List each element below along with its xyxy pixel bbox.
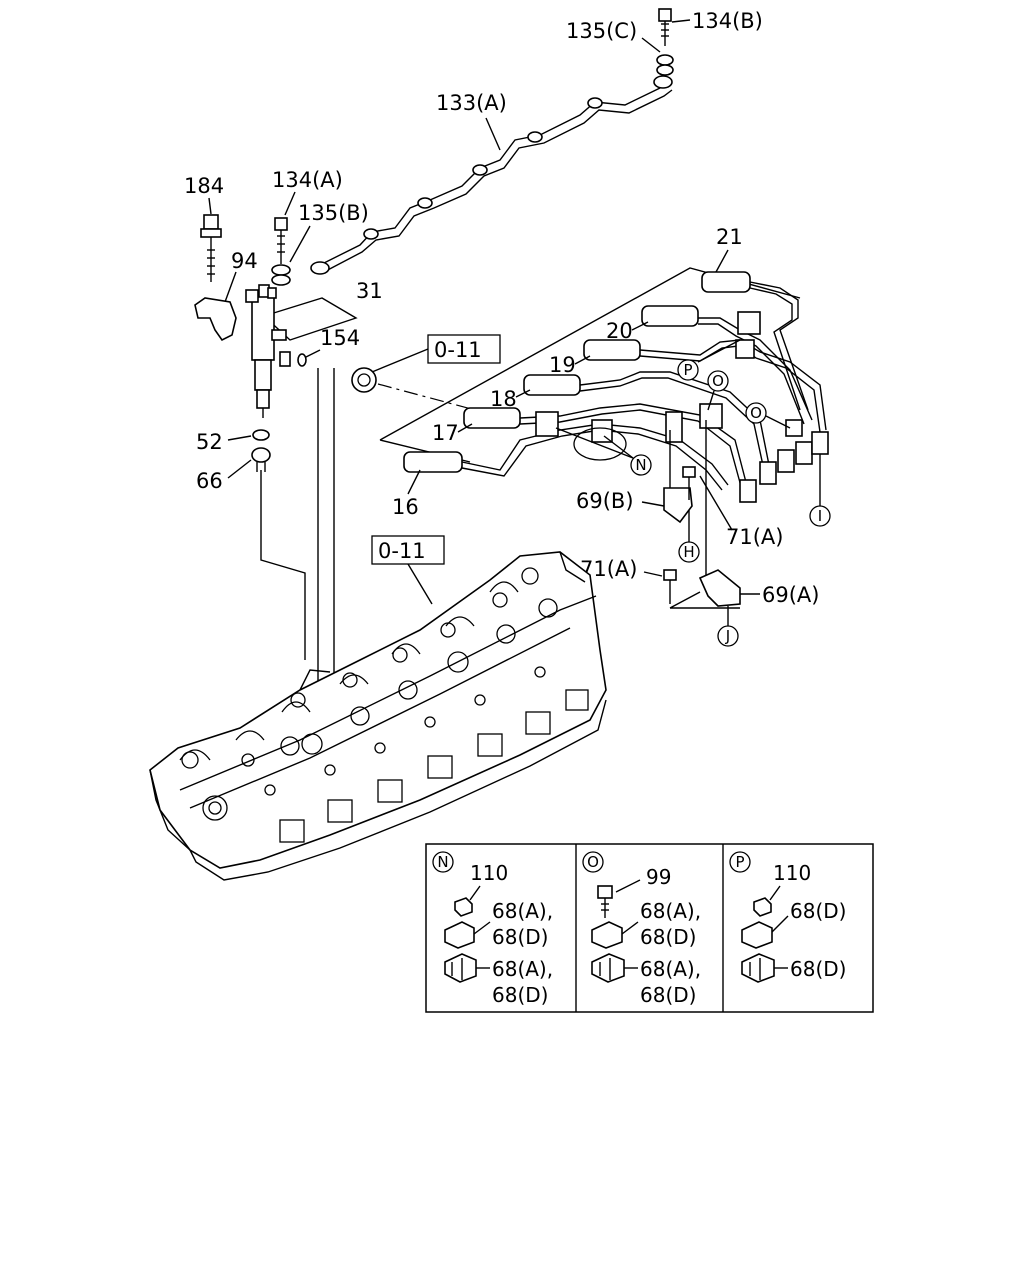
svg-text:O: O	[712, 372, 724, 390]
seal-ring	[351, 367, 377, 393]
ref-label-upper: 0-11	[434, 338, 482, 362]
detail-o-clamp2-l2: 68(D)	[640, 983, 696, 1007]
detail-o-clamp2-l1: 68(A),	[640, 957, 701, 981]
label-21: 21	[716, 225, 743, 249]
bolt-71a-upper	[682, 466, 696, 500]
callout-i: I	[809, 505, 831, 527]
callout-o-top: O	[707, 370, 729, 392]
detail-n-clamp2-l1: 68(A),	[492, 957, 553, 981]
label-16: 16	[392, 495, 419, 519]
label-94: 94	[231, 249, 258, 273]
detail-n-key: N	[437, 853, 448, 871]
svg-text:O: O	[750, 404, 762, 422]
detail-p-key: P	[735, 853, 744, 871]
detail-n: N 110 68(A), 68(D) 68(A), 68(D)	[432, 851, 553, 1007]
callout-o-right: O	[745, 402, 767, 424]
detail-n-clamp1-l1: 68(A),	[492, 899, 553, 923]
cylinder-head	[149, 551, 607, 881]
label-17: 17	[432, 421, 459, 445]
label-134a: 134(A)	[272, 168, 343, 192]
detail-n-clamp1-l2: 68(D)	[492, 925, 548, 949]
label-69a: 69(A)	[762, 583, 819, 607]
label-133a: 133(A)	[436, 91, 507, 115]
banjo-bolt-134b	[656, 8, 674, 76]
detail-box	[425, 843, 874, 1013]
clamp-94	[194, 297, 237, 342]
bolt-134a	[274, 217, 288, 264]
label-66: 66	[196, 469, 223, 493]
fuel-pipes	[403, 271, 829, 503]
ref-box-lower	[371, 535, 445, 565]
label-19: 19	[549, 353, 576, 377]
detail-o-part-99: 99	[646, 865, 671, 889]
head-bosses	[181, 567, 558, 821]
label-134b: 134(B)	[692, 9, 763, 33]
bolt-71a-lower	[663, 569, 677, 604]
svg-text:N: N	[635, 456, 646, 474]
cam-bearings	[179, 581, 519, 761]
injector-31	[245, 284, 287, 418]
label-135c: 135(C)	[566, 19, 637, 43]
detail-p: P 110 68(D) 68(D)	[729, 851, 846, 983]
detail-p-part-110: 110	[773, 861, 811, 885]
callout-p: P	[677, 359, 699, 381]
label-71a-upper: 71(A)	[726, 525, 783, 549]
detail-o-clamp1-l1: 68(A),	[640, 899, 701, 923]
label-135b: 135(B)	[298, 201, 369, 225]
svg-text:J: J	[725, 627, 730, 645]
label-18: 18	[490, 387, 517, 411]
label-184: 184	[184, 174, 224, 198]
callout-n: N	[630, 454, 652, 476]
detail-n-clamp2-l2: 68(D)	[492, 983, 548, 1007]
ref-label-lower: 0-11	[378, 539, 426, 563]
bolt-184	[200, 214, 222, 282]
detail-o: O 99 68(A), 68(D) 68(A), 68(D)	[582, 851, 701, 1007]
label-154: 154	[320, 326, 360, 350]
label-52: 52	[196, 430, 223, 454]
bracket-69b	[663, 430, 693, 524]
label-69b: 69(B)	[576, 489, 634, 513]
detail-o-clamp1-l2: 68(D)	[640, 925, 696, 949]
label-31: 31	[356, 279, 383, 303]
svg-text:P: P	[683, 361, 692, 379]
detail-p-clamp2: 68(D)	[790, 957, 846, 981]
detail-p-clamp1: 68(D)	[790, 899, 846, 923]
detail-o-key: O	[587, 853, 599, 871]
bracket-69a	[698, 569, 741, 607]
callout-h: H	[678, 541, 700, 563]
intake-ports	[279, 689, 589, 843]
leak-off-pipe-133a	[310, 75, 673, 275]
svg-text:H: H	[683, 543, 694, 561]
callout-j: J	[717, 625, 739, 647]
svg-text:I: I	[818, 507, 822, 525]
detail-n-part-110: 110	[470, 861, 508, 885]
label-20: 20	[606, 319, 633, 343]
